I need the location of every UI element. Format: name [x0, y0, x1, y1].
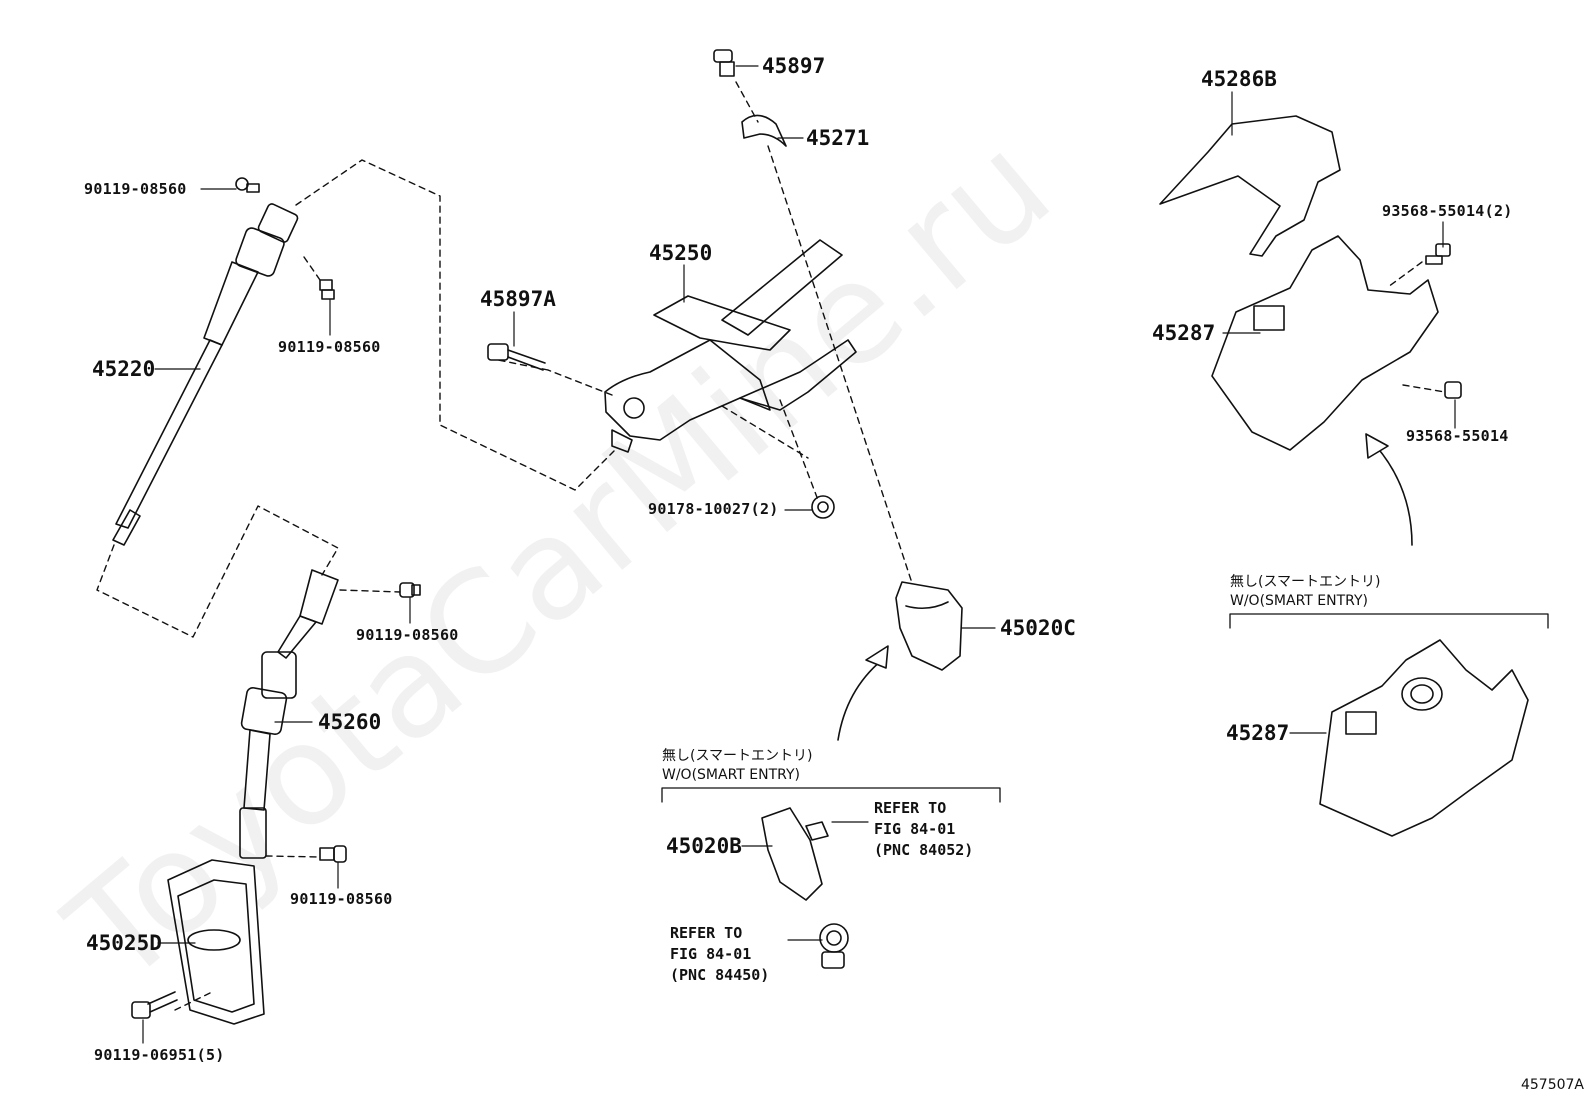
bolt-90119-06951-icon — [131, 991, 178, 1019]
label-45020C[interactable]: 45020C — [1000, 616, 1076, 640]
shaft-45220-icon — [112, 203, 299, 546]
steering-column-45250-icon — [604, 239, 857, 453]
reference-pnc-84052[interactable]: REFER TO FIG 84-01 (PNC 84052) — [874, 799, 974, 859]
note-bracket-center — [661, 787, 1001, 803]
note-center-en: W/O(SMART ENTRY) — [662, 767, 801, 783]
label-45897A[interactable]: 45897A — [480, 287, 556, 311]
bolt-90119-c-icon — [399, 582, 421, 598]
label-45020B[interactable]: 45020B — [666, 834, 742, 858]
arrow-right-icon — [1365, 433, 1413, 546]
column-cover-45287-bottom-icon — [1319, 639, 1529, 837]
bolt-45897A-icon — [487, 343, 546, 371]
label-90119-08560-c[interactable]: 90119-08560 — [356, 626, 459, 644]
note-right-jp: 無し(スマートエントリ) — [1230, 574, 1381, 590]
bolt-90119-d-icon — [319, 845, 347, 863]
label-45220[interactable]: 45220 — [92, 357, 156, 381]
bolt-45897-icon — [713, 49, 735, 77]
reference-pnc-84450[interactable]: REFER TO FIG 84-01 (PNC 84450) — [670, 924, 770, 984]
label-93568-55014[interactable]: 93568-55014 — [1406, 427, 1509, 445]
label-45287-top[interactable]: 45287 — [1152, 321, 1216, 345]
label-90119-06951-5[interactable]: 90119-06951(5) — [94, 1046, 225, 1064]
leader-lines — [142, 65, 1456, 1044]
bolt-90119-mid-icon — [319, 279, 335, 300]
label-90119-08560-mid[interactable]: 90119-08560 — [278, 338, 381, 356]
label-93568-55014-2[interactable]: 93568-55014(2) — [1382, 202, 1513, 220]
column-cover-45286B-icon — [1159, 115, 1341, 257]
dashed-link-lines — [96, 81, 1446, 1011]
cover-plate-45025D-icon — [167, 859, 265, 1025]
lock-45020B-icon — [761, 807, 849, 969]
label-45260[interactable]: 45260 — [318, 710, 382, 734]
note-bracket-right — [1229, 613, 1549, 629]
label-45287-bottom[interactable]: 45287 — [1226, 721, 1290, 745]
label-90178-10027-2[interactable]: 90178-10027(2) — [648, 500, 779, 518]
shaft-45260-icon — [239, 569, 339, 859]
lock-housing-45020C-icon — [895, 581, 963, 671]
label-45250[interactable]: 45250 — [649, 241, 713, 265]
figure-number: 457507A — [1520, 1077, 1584, 1093]
label-90119-08560-top[interactable]: 90119-08560 — [84, 180, 187, 198]
screw-93568-2-icon — [1425, 243, 1451, 265]
arrow-center-icon — [837, 645, 889, 741]
clamp-45271-icon — [741, 114, 787, 147]
label-90119-08560-d[interactable]: 90119-08560 — [290, 890, 393, 908]
label-45025D[interactable]: 45025D — [86, 931, 162, 955]
nut-90178-icon — [811, 495, 835, 519]
note-center-jp: 無し(スマートエントリ) — [662, 748, 813, 764]
label-45286B[interactable]: 45286B — [1201, 67, 1277, 91]
bolt-90119-top-icon — [235, 177, 260, 193]
label-45271[interactable]: 45271 — [806, 126, 870, 150]
screw-93568-icon — [1444, 381, 1462, 399]
label-45897[interactable]: 45897 — [762, 54, 826, 78]
note-right-en: W/O(SMART ENTRY) — [1230, 593, 1369, 609]
column-cover-45287-top-icon — [1211, 235, 1439, 451]
